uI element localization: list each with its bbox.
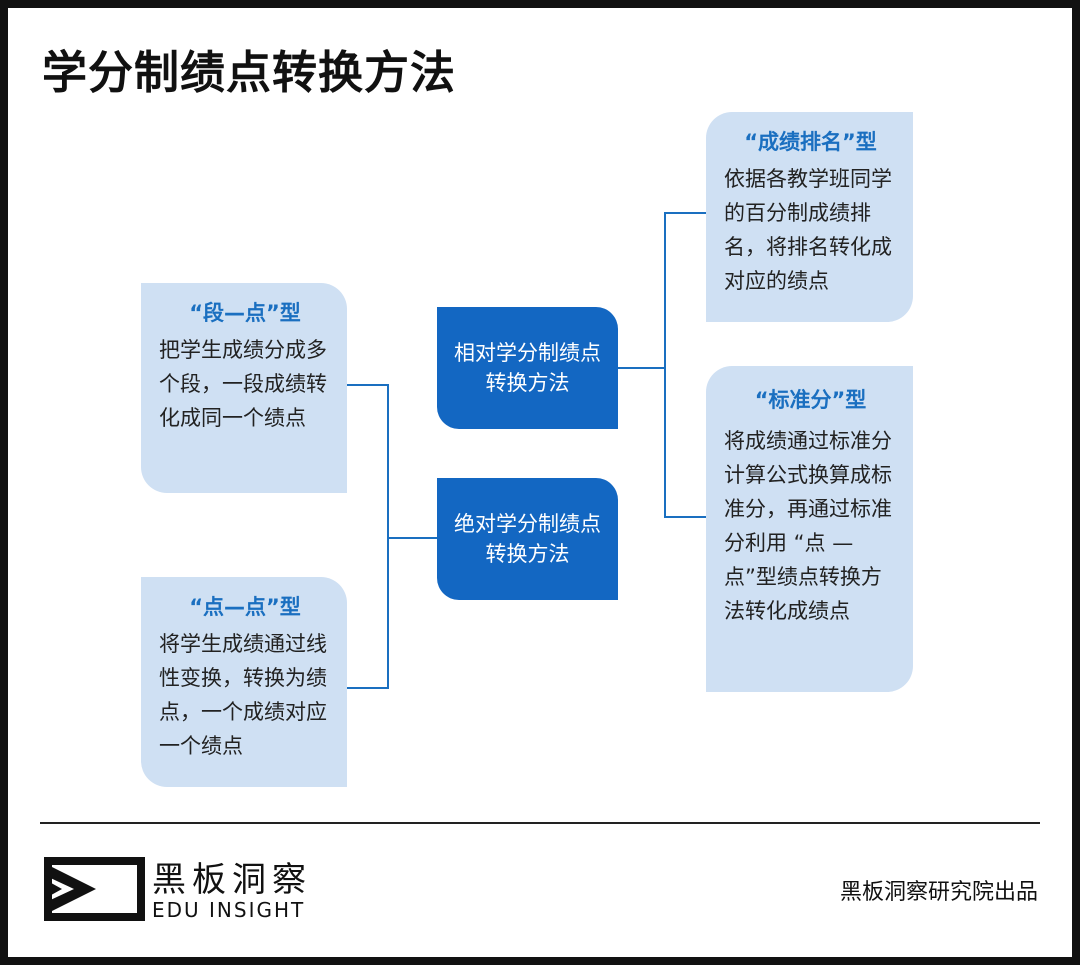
box-heading: “成绩排名”型 [744,130,877,154]
segment-point-box: “段—点”型 把学生成绩分成多个段，一段成绩转化成同一个绩点 [141,283,347,493]
connector [347,687,389,689]
standard-score-box: “标准分”型 将成绩通过标准分计算公式换算成标准分，再通过标准分利用 “点 — … [706,366,913,692]
connector [664,212,706,214]
brand-name-cn: 黑板洞察 [152,860,312,900]
box-body: 把学生成绩分成多个段，一段成绩转化成同一个绩点 [159,338,327,430]
box-body: 依据各教学班同学的百分制成绩排名，将排名转化成对应的绩点 [724,167,892,293]
connector [387,537,437,539]
footer-divider [40,822,1040,824]
brand-name-en: EDU INSIGHT [152,898,306,922]
absolute-method-box: 绝对学分制绩点转换方法 [437,478,618,600]
box-body: 将学生成绩通过线性变换，转换为绩点，一个成绩对应一个绩点 [159,632,327,758]
connector [618,367,666,369]
connector [664,212,666,518]
box-heading: “点—点”型 [189,595,301,619]
point-point-box: “点—点”型 将学生成绩通过线性变换，转换为绩点，一个成绩对应一个绩点 [141,577,347,787]
rank-box: “成绩排名”型 依据各教学班同学的百分制成绩排名，将排名转化成对应的绩点 [706,112,913,322]
box-heading: “标准分”型 [754,388,867,412]
connector [387,384,389,689]
relative-method-box: 相对学分制绩点转换方法 [437,307,618,429]
page-title: 学分制绩点转换方法 [42,46,457,99]
connector [347,384,389,386]
credit-text: 黑板洞察研究院出品 [839,880,1038,905]
box-heading: “段—点”型 [189,301,301,325]
connector [664,516,706,518]
eye-logo-icon [44,857,145,921]
box-body: 将成绩通过标准分计算公式换算成标准分，再通过标准分利用 “点 — 点”型绩点转换… [724,429,892,623]
